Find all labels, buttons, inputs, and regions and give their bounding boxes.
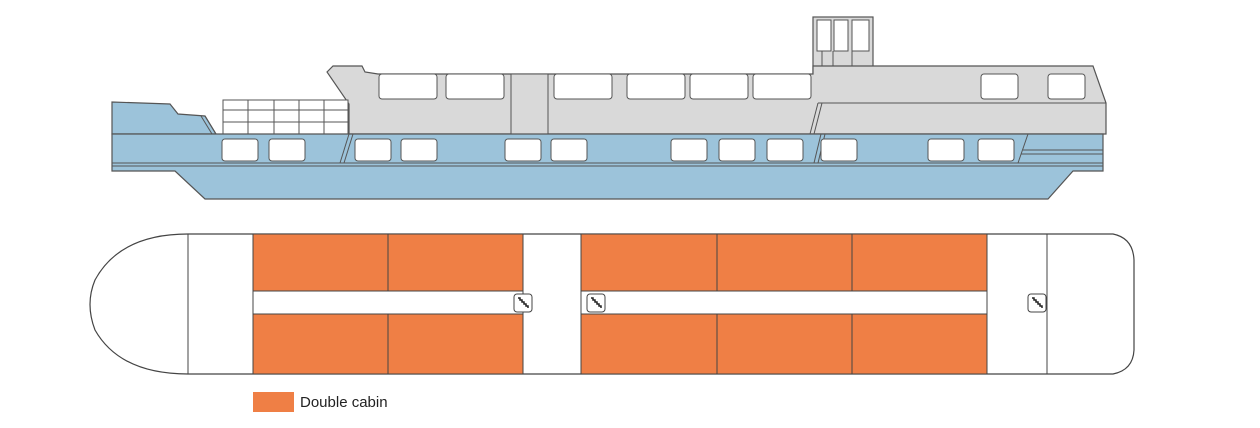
- upper-door: [510, 73, 549, 135]
- double-cabin[interactable]: [580, 233, 718, 292]
- stairs-icon: [1027, 293, 1047, 313]
- cabin-window: [766, 138, 804, 162]
- double-cabin[interactable]: [252, 233, 389, 292]
- upper-window: [553, 73, 613, 100]
- ship-side-view: [111, 16, 1107, 200]
- deck-plan-top-view: [89, 233, 1135, 375]
- cabin-window: [820, 138, 858, 162]
- cabin-window: [718, 138, 756, 162]
- hull-lines: [112, 115, 1103, 167]
- corridor-fore: [252, 290, 524, 315]
- upper-window: [1047, 73, 1086, 100]
- cabin-window: [550, 138, 588, 162]
- cabin-window: [977, 138, 1015, 162]
- cabin-window: [504, 138, 542, 162]
- bow-structure: [111, 101, 218, 135]
- legend-label-double-cabin: Double cabin: [300, 393, 388, 411]
- legend: Double cabin: [253, 391, 388, 413]
- upper-window: [445, 73, 505, 100]
- cabin-window: [670, 138, 708, 162]
- double-cabin[interactable]: [387, 313, 524, 375]
- cabin-window: [400, 138, 438, 162]
- double-cabin[interactable]: [716, 313, 853, 375]
- cabins-aft: [580, 233, 988, 375]
- hull-windows: [221, 138, 1015, 162]
- superstructure-lines: [809, 102, 1106, 135]
- upper-window: [378, 73, 438, 100]
- cabin-window: [268, 138, 306, 162]
- legend-swatch-double-cabin: [253, 392, 294, 412]
- cabin-window: [354, 138, 392, 162]
- double-cabin[interactable]: [851, 233, 988, 292]
- upper-window: [689, 73, 749, 100]
- cabin-window: [927, 138, 965, 162]
- double-cabin[interactable]: [252, 313, 389, 375]
- upper-window: [626, 73, 686, 100]
- double-cabin[interactable]: [387, 233, 524, 292]
- cabins-fore: [252, 233, 524, 375]
- stairs-icon: [586, 293, 606, 313]
- double-cabin[interactable]: [716, 233, 853, 292]
- upper-window: [752, 73, 812, 100]
- stairs-icon: [513, 293, 533, 313]
- double-cabin[interactable]: [580, 313, 718, 375]
- corridor-aft: [580, 290, 988, 315]
- upper-deck-windows: [378, 73, 1086, 135]
- double-cabin[interactable]: [851, 313, 988, 375]
- cabin-window: [221, 138, 259, 162]
- sun-deck-railing: [222, 99, 349, 135]
- upper-window: [980, 73, 1019, 100]
